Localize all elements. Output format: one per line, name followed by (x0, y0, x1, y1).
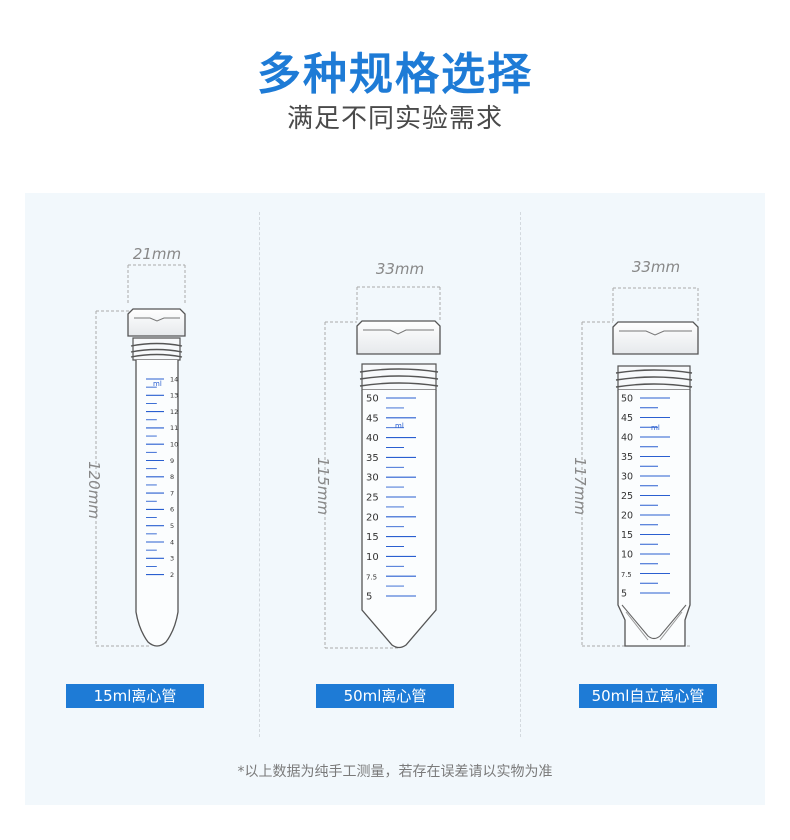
tube-body (135, 360, 179, 647)
tube-50ml: 33mm 115mm ml 50 45 40 35 30 25 20 15 10 7.5 5 (314, 260, 441, 649)
scale-number: 15 (621, 530, 633, 541)
scale-number: 7.5 (366, 574, 377, 582)
scale-marks: 50 45 40 35 30 25 20 15 10 7.5 5 (366, 394, 416, 603)
scale-number: 30 (366, 473, 379, 484)
unit-label: ml (153, 380, 162, 388)
product-label-50ml: 50ml离心管 (316, 684, 454, 708)
height-dimension-label: 115mm (314, 457, 332, 515)
product-label-15ml: 15ml离心管 (66, 684, 204, 708)
scale-number: 15 (366, 532, 379, 543)
scale-number: 7.5 (621, 571, 632, 579)
scale-number: 35 (621, 452, 633, 463)
scale-number: 14 (170, 375, 178, 383)
scale-number: 2 (170, 571, 174, 579)
scale-number: 5 (366, 592, 372, 603)
unit-label: ml (395, 422, 404, 430)
scale-number: 45 (366, 413, 379, 424)
scale-number: 13 (170, 392, 178, 400)
scale-number: 3 (170, 555, 174, 563)
scale-number: 40 (366, 433, 379, 444)
scale-number: 10 (621, 549, 633, 560)
tube-cap (356, 320, 441, 355)
width-dimension-label: 33mm (632, 258, 680, 276)
scale-number: 5 (170, 522, 174, 530)
scale-number: 20 (621, 510, 633, 521)
tube-body (617, 390, 691, 647)
scale-marks: 50 45 40 35 30 25 20 15 10 7.5 5 (621, 393, 670, 599)
column-divider (259, 212, 260, 737)
page-subtitle: 满足不同实验需求 (286, 104, 503, 134)
scale-number: 50 (621, 393, 633, 404)
scale-number: 10 (170, 440, 178, 448)
scale-number: 35 (366, 453, 379, 464)
scale-number: 50 (366, 394, 379, 405)
scale-number: 5 (621, 588, 627, 599)
scale-number: 20 (366, 512, 379, 523)
scale-number: 6 (170, 506, 174, 514)
scale-number: 11 (170, 424, 178, 432)
scale-marks: 14 13 12 11 10 9 8 7 6 5 4 3 2 (146, 375, 178, 579)
tube-body (361, 390, 437, 649)
footer-note: *以上数据为纯手工测量，若存在误差请以实物为准 (237, 764, 553, 780)
unit-label: ml (651, 424, 660, 432)
tube-illustrations: 21mm 120mm ml 14 13 12 11 10 9 8 7 6 5 4 3 2 33mm 11… (85, 245, 699, 649)
scale-number: 4 (170, 538, 174, 546)
scale-number: 10 (366, 552, 379, 563)
scale-number: 25 (366, 493, 379, 504)
scale-number: 30 (621, 471, 633, 482)
tube-cap (127, 308, 186, 337)
height-dimension-label: 120mm (85, 461, 103, 519)
width-dimension-label: 21mm (133, 245, 181, 263)
scale-number: 40 (621, 432, 633, 443)
page-title: 多种规格选择 (257, 49, 533, 100)
height-dimension-label: 117mm (571, 457, 589, 515)
product-label-50ml-self-standing: 50ml自立离心管 (579, 684, 717, 708)
scale-number: 45 (621, 413, 633, 424)
tube-15ml: 21mm 120mm ml 14 13 12 11 10 9 8 7 6 5 4 3 2 (85, 245, 186, 647)
scale-number: 8 (170, 473, 174, 481)
scale-number: 25 (621, 491, 633, 502)
scale-number: 7 (170, 489, 174, 497)
tube-50ml-self-standing: 33mm 117mm ml 50 45 40 35 30 25 20 15 10 7.5 5 (571, 258, 699, 647)
scale-number: 12 (170, 408, 178, 416)
tube-cap (612, 321, 699, 355)
width-dimension-label: 33mm (376, 260, 424, 278)
scale-number: 9 (170, 457, 174, 465)
column-divider (520, 212, 521, 737)
